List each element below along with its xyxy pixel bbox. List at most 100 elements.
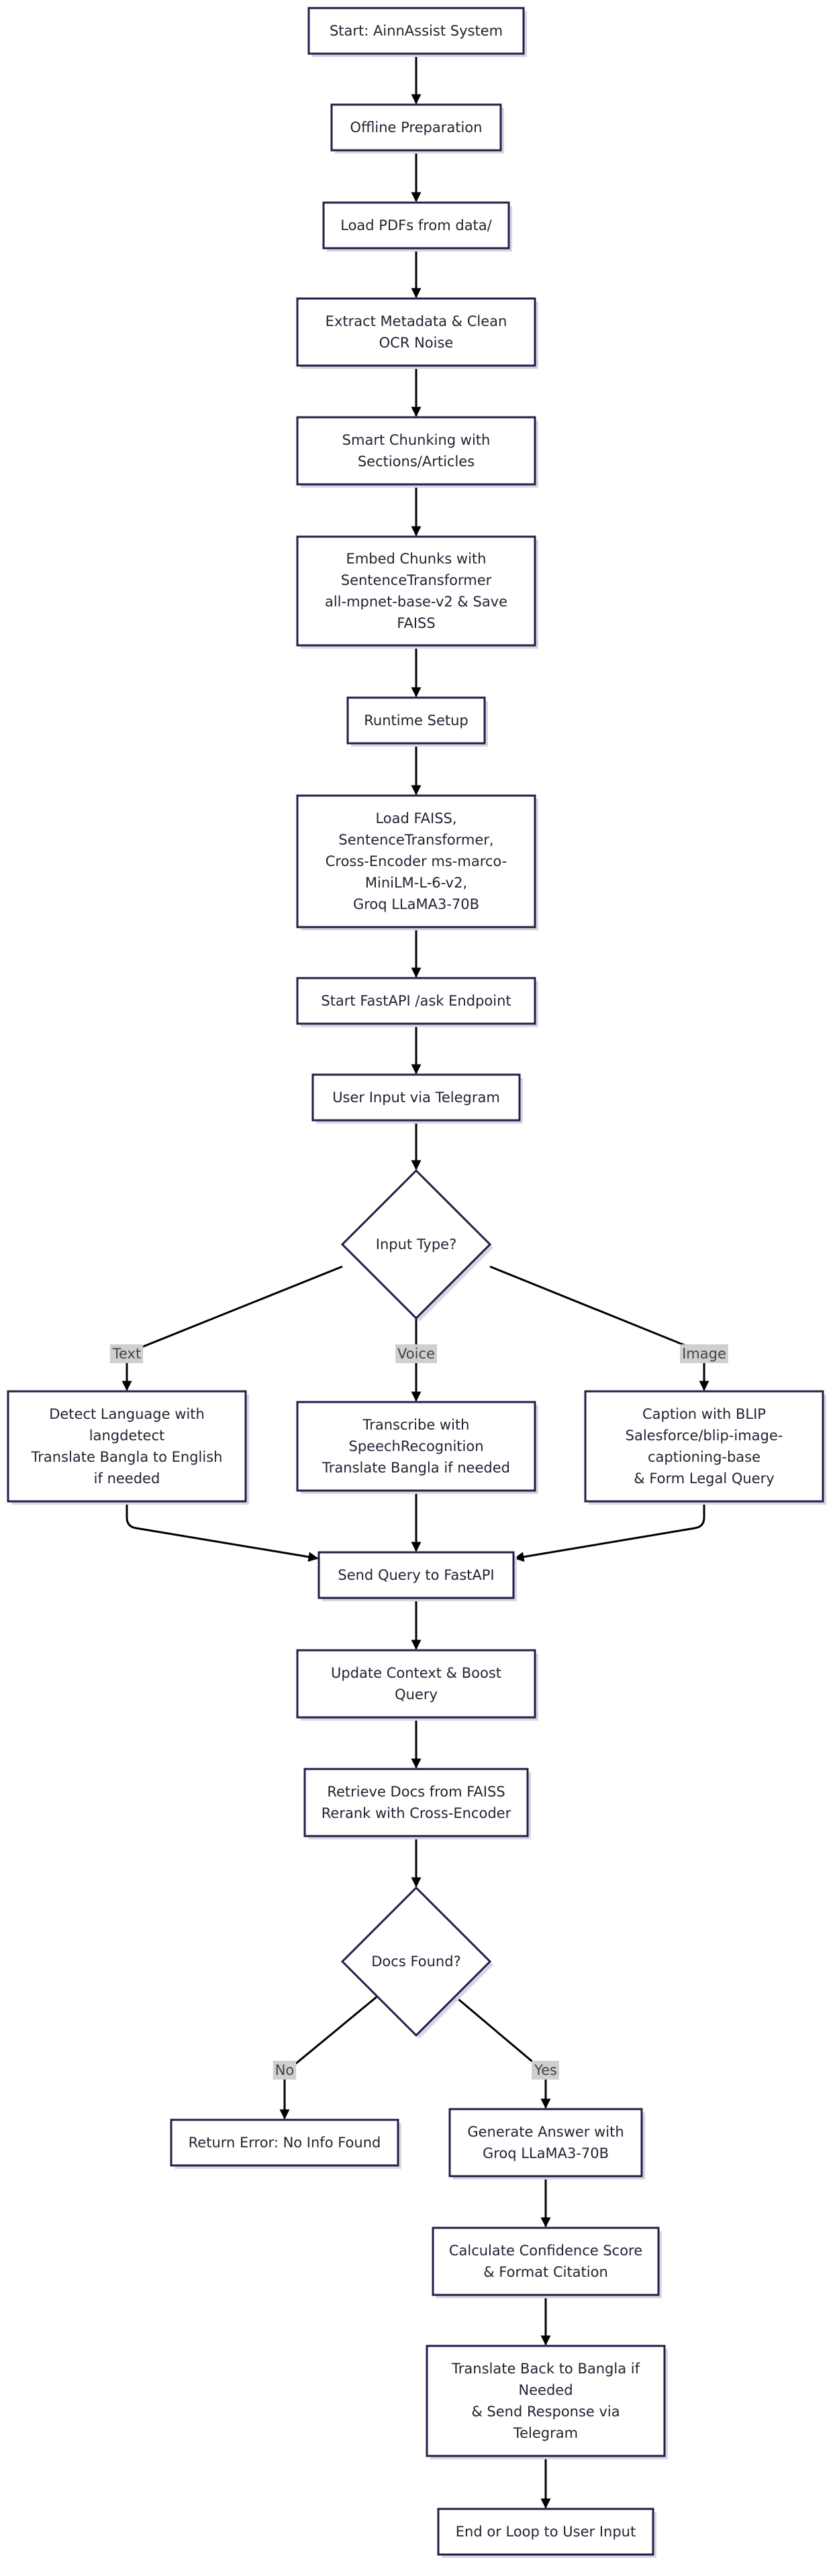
edge-label-background: [273, 2061, 297, 2080]
node-label-line: SentenceTransformer,: [338, 832, 493, 848]
process-box: [7, 1390, 247, 1503]
edge-label-voice: Voice: [395, 1344, 437, 1363]
node-docs-found: Docs Found?: [340, 1886, 493, 2039]
node-label-line: Query: [395, 1686, 438, 1703]
node-label-line: Sections/Articles: [358, 453, 475, 470]
node-send-query: Send Query to FastAPI: [317, 1551, 517, 1601]
node-label-line: Groq LLaMA3-70B: [353, 896, 479, 912]
edge-arrow: [489, 1265, 709, 1391]
node-label-line: langdetect: [89, 1428, 165, 1444]
node-label-line: Detect Language with: [49, 1406, 205, 1422]
node-label-line: captioning-base: [648, 1449, 760, 1465]
process-box: [584, 1390, 824, 1503]
node-fastapi: Start FastAPI /ask Endpoint: [296, 977, 538, 1027]
node-label-line: Telegram: [513, 2425, 578, 2441]
edge-arrow: [121, 1265, 343, 1391]
node-label-line: Rerank with Cross-Encoder: [322, 1805, 511, 1821]
node-detect-lang: Detect Language with langdetectTranslate …: [7, 1390, 249, 1505]
edge-label-text: Voice: [397, 1346, 435, 1362]
node-load-models: Load FAISS, SentenceTransformer, Cross-Enc…: [296, 794, 538, 930]
process-box: [317, 1551, 515, 1599]
process-box: [170, 2118, 399, 2167]
edge-label-background: [395, 1344, 437, 1363]
decision-diamond: [340, 1886, 492, 2037]
node-confidence: Calculate Confidence Score & Format Citat…: [432, 2226, 662, 2298]
node-user-input: User Input via Telegram: [311, 1073, 523, 1124]
process-box: [437, 2508, 654, 2556]
node-translate-back: Translate Back to Bangla if Needed & Send …: [426, 2345, 668, 2459]
node-label-line: Salesforce/blip-image-: [626, 1428, 783, 1444]
edge-label-text: Text: [109, 1344, 144, 1363]
edge-label-text: Image: [682, 1346, 726, 1362]
node-label-line: & Format Citation: [483, 2264, 608, 2280]
node-error: Return Error: No Info Found: [170, 2118, 401, 2169]
node-label-line: Update Context & Boost: [331, 1665, 501, 1681]
node-runtime: Runtime Setup: [346, 696, 488, 747]
node-label-line: Start FastAPI /ask Endpoint: [321, 993, 511, 1009]
node-label-line: Extract Metadata & Clean: [326, 313, 507, 329]
node-label-line: Cross-Encoder ms-marco-: [326, 853, 507, 869]
node-label-line: User Input via Telegram: [332, 1089, 500, 1106]
node-label-line: Transcribe with: [362, 1417, 470, 1433]
process-box: [296, 297, 536, 367]
node-label-line: Translate Bangla to English: [31, 1449, 223, 1465]
edge-arrow: [279, 1995, 378, 2120]
edge-label-background: [109, 1344, 144, 1363]
process-box: [311, 1073, 521, 1122]
node-transcribe: Transcribe withSpeechRecognitionTranslat…: [296, 1401, 538, 1494]
edge-arrow: [513, 1501, 705, 1562]
node-label-line: Translate Back to Bangla if: [451, 2361, 640, 2377]
process-box: [307, 7, 525, 55]
node-label-line: Groq LLaMA3-70B: [483, 2145, 609, 2161]
node-label-line: SentenceTransformer: [341, 572, 492, 588]
edge-label-image: Image: [680, 1344, 728, 1363]
node-label-line: Embed Chunks with: [346, 551, 487, 567]
process-box: [303, 1768, 529, 1837]
node-label-line: if needed: [94, 1470, 160, 1487]
edge-label-background: [680, 1344, 728, 1363]
edge-label-no: No: [273, 2061, 297, 2080]
node-label-line: Caption with BLIP: [642, 1406, 766, 1422]
process-box: [296, 535, 536, 647]
node-label-line: SpeechRecognition: [348, 1438, 483, 1454]
process-box: [296, 1649, 536, 1719]
node-label-line: Calculate Confidence Score: [449, 2243, 642, 2259]
node-label-line: Load FAISS,: [375, 810, 456, 826]
edge-label-text: Text: [112, 1346, 141, 1362]
node-retrieve: Retrieve Docs from FAISS Rerank with Cros…: [303, 1768, 531, 1839]
node-label-line: End or Loop to User Input: [456, 2524, 636, 2540]
node-label-line: Input Type?: [376, 1236, 456, 1252]
process-box: [296, 416, 536, 486]
node-label-line: Load PDFs from data/: [340, 217, 492, 233]
node-label-line: Needed: [518, 2382, 573, 2398]
edge-arrow: [454, 1995, 551, 2109]
process-box: [296, 1401, 536, 1492]
node-input-type: Input Type?: [340, 1169, 493, 1322]
process-box: [426, 2345, 666, 2457]
node-label-line: Offline Preparation: [350, 119, 483, 136]
node-start: Start: AinnAssist System: [307, 7, 527, 57]
node-label-line: FAISS: [397, 615, 435, 631]
node-label-line: & Send Response via: [471, 2404, 620, 2420]
node-label-line: OCR Noise: [379, 335, 454, 351]
process-box: [322, 201, 510, 250]
process-box: [432, 2226, 660, 2296]
process-box: [448, 2108, 643, 2178]
process-box: [296, 794, 536, 928]
node-label-line: Retrieve Docs from FAISS: [327, 1784, 505, 1800]
process-box: [296, 977, 536, 1025]
node-label-line: Generate Answer with: [467, 2124, 624, 2140]
node-label-line: Runtime Setup: [364, 712, 469, 729]
node-label-line: all-mpnet-base-v2 & Save: [325, 594, 507, 610]
node-load-pdfs: Load PDFs from data/: [322, 201, 512, 252]
node-label-line: Smart Chunking with: [342, 432, 491, 448]
node-label-line: Translate Bangla if needed: [322, 1460, 510, 1476]
